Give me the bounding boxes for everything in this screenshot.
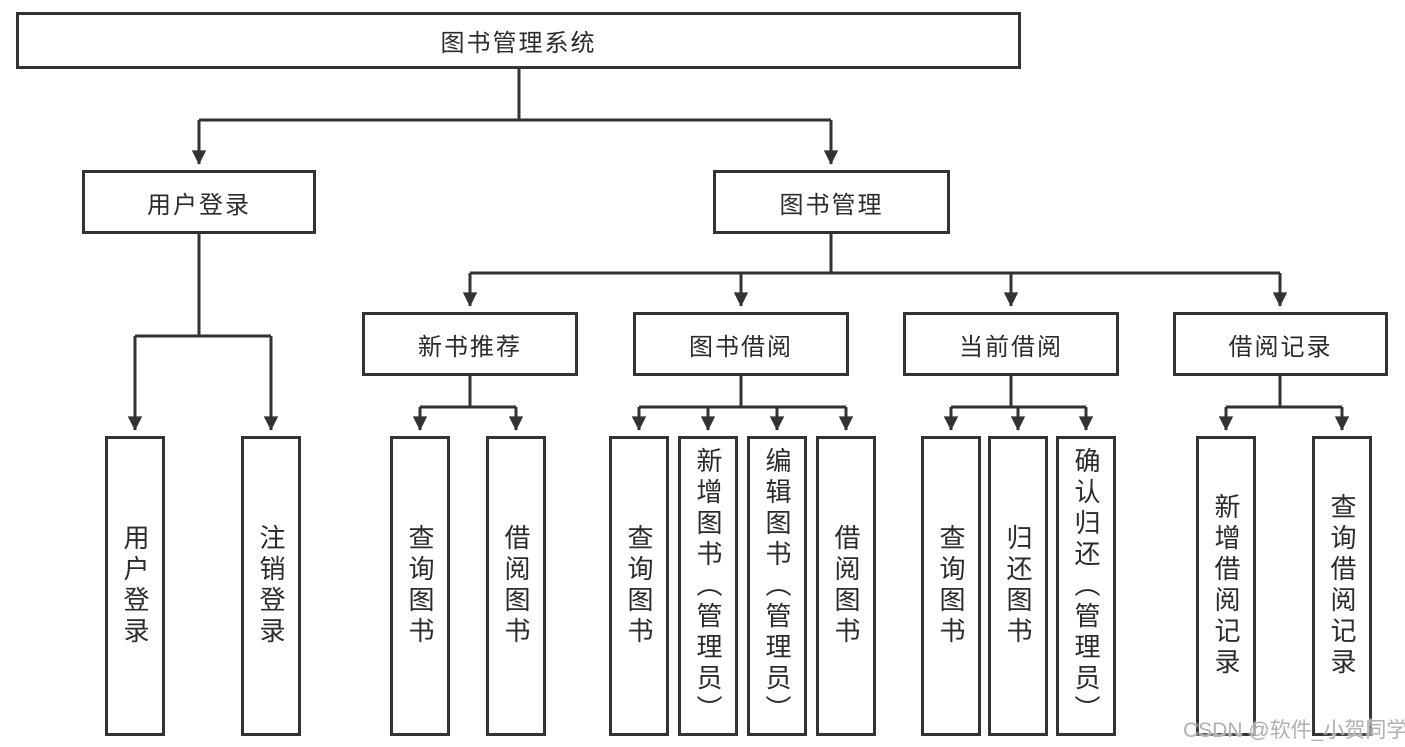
leaf-query-books-current: 查询图书 (921, 436, 981, 736)
node-label: 新书推荐 (418, 333, 522, 361)
leaf-return-books: 归还图书 (988, 436, 1048, 736)
leaf-user-login: 用户登录 (105, 436, 165, 736)
csdn-watermark: CSDN @软件_小贺同学 (1183, 719, 1405, 742)
node-label: 借阅记录 (1228, 333, 1333, 361)
node-label: 图书管理 (779, 191, 884, 219)
leaf-edit-books-admin: 编辑图书（管理员） (747, 436, 807, 736)
leaf-add-borrow-record: 新增借阅记录 (1196, 436, 1256, 736)
leaf-query-books-recommend: 查询图书 (390, 436, 450, 736)
node-new-book-recommendation: 新书推荐 (362, 312, 578, 376)
node-user-login: 用户登录 (82, 170, 316, 234)
node-label: 用户登录 (147, 191, 251, 219)
leaf-query-books-borrowing: 查询图书 (609, 436, 669, 736)
leaf-add-books-admin: 新增图书（管理员） (678, 436, 738, 736)
node-library-management-system: 图书管理系统 (16, 12, 1021, 69)
leaf-borrow-books-recommend: 借阅图书 (486, 436, 546, 736)
node-label: 图书借阅 (689, 333, 793, 361)
node-current-borrowing: 当前借阅 (903, 312, 1119, 376)
node-label: 图书管理系统 (440, 30, 597, 57)
leaf-confirm-return-admin: 确认归还（管理员） (1056, 436, 1116, 736)
leaf-logout: 注销登录 (241, 436, 301, 736)
node-book-borrowing: 图书借阅 (633, 312, 849, 376)
node-borrowing-records: 借阅记录 (1173, 312, 1388, 376)
leaf-query-borrow-record: 查询借阅记录 (1312, 436, 1372, 736)
node-book-management: 图书管理 (713, 170, 950, 234)
node-label: 当前借阅 (959, 333, 1063, 361)
leaf-borrow-books-borrowing: 借阅图书 (816, 436, 876, 736)
